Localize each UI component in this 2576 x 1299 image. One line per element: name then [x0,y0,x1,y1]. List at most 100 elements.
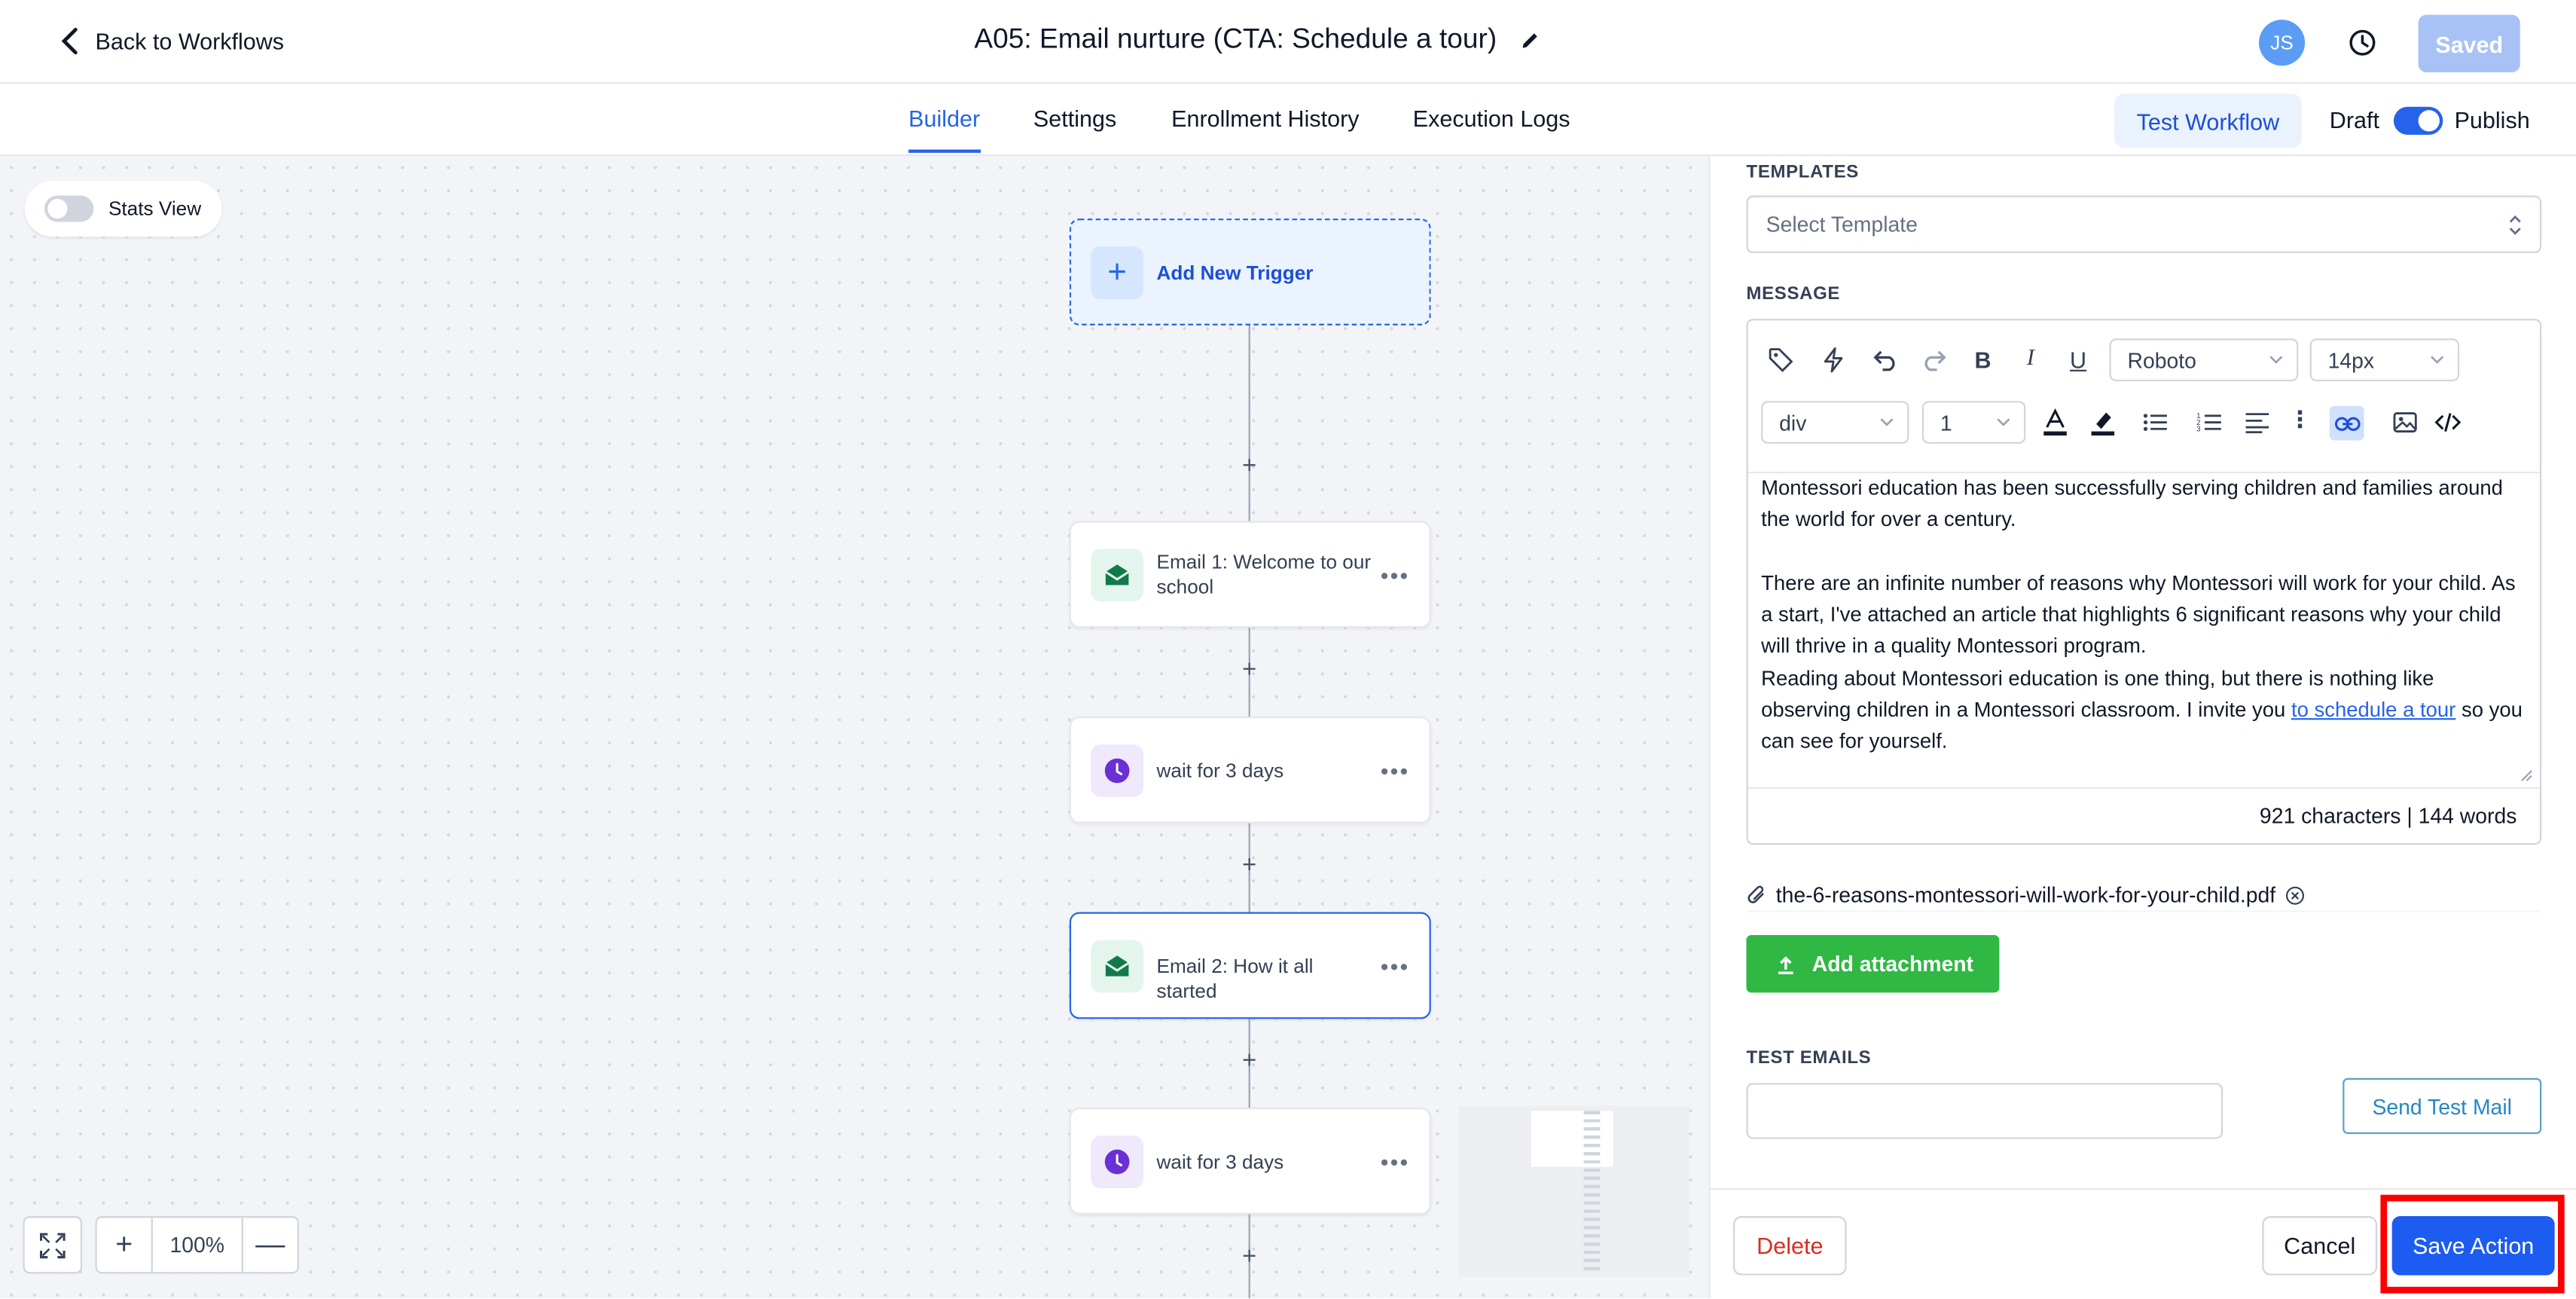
bullet-list-icon[interactable] [2141,408,2170,437]
minimap-nodes [1583,1111,1601,1273]
clock-icon [1091,1135,1144,1188]
save-action-button[interactable]: Save Action [2391,1216,2555,1276]
font-size-select[interactable]: 14px [2309,338,2460,382]
add-step-plus-icon[interactable]: + [1242,851,1257,879]
add-step-plus-icon[interactable]: + [1242,451,1257,480]
resize-handle-icon[interactable] [2520,769,2533,782]
message-label: MESSAGE [1746,284,1841,304]
minimap-viewport [1531,1111,1613,1167]
pencil-icon[interactable] [1520,29,1541,50]
chevron-down-icon [2431,356,2444,364]
font-family-value: Roboto [2127,348,2196,374]
bold-icon[interactable]: B [1974,347,1992,374]
message-text: Reading about Montessori education is on… [1761,667,2434,722]
attachment-name[interactable]: the-6-reasons-montessori-will-work-for-y… [1775,882,2276,907]
tab-enrollment-history[interactable]: Enrollment History [1171,105,1360,132]
publish-toggle[interactable] [2393,106,2443,135]
text-color-icon[interactable] [2040,408,2070,437]
stats-view-control: Stats View [24,180,222,237]
underline-icon[interactable]: U [2070,347,2087,374]
attachment-item: the-6-reasons-montessori-will-work-for-y… [1746,879,2542,912]
add-step-plus-icon[interactable]: + [1242,1242,1257,1270]
workflow-canvas[interactable]: Stats View + Add New Trigger + Email 1: … [0,156,1709,1299]
plus-icon: + [1091,246,1144,299]
add-attachment-button[interactable]: Add attachment [1746,935,2000,993]
remove-attachment-icon[interactable] [2285,885,2305,905]
email-icon [1091,549,1144,602]
action-panel: TEMPLATES Select Template MESSAGE B I U [1708,156,2576,1299]
tab-settings[interactable]: Settings [1033,105,1117,132]
test-emails-label: TEST EMAILS [1746,1048,1872,1068]
template-select-value: Select Template [1766,212,1918,237]
minimap[interactable] [1458,1105,1689,1277]
publish-label: Publish [2454,106,2530,133]
font-family-select[interactable]: Roboto [2109,338,2299,382]
code-icon[interactable] [2433,408,2462,437]
workflow-title-text: A05: Email nurture (CTA: Schedule a tour… [974,23,1497,54]
link-icon[interactable] [2329,405,2364,441]
send-test-mail-button[interactable]: Send Test Mail [2343,1077,2542,1134]
node-label: Email 1: Welcome to our school [1156,550,1372,598]
message-text: so you can see for yourself. [1761,698,2523,753]
italic-icon[interactable]: I [2026,347,2034,371]
message-paragraph: There are an infinite number of reasons … [1761,571,2516,659]
saved-button[interactable]: Saved [2418,14,2520,72]
chevron-down-icon [1880,418,1894,426]
image-icon[interactable] [2391,408,2420,437]
workflow-node-email-2[interactable]: Email 2: How it all started ••• [1069,912,1431,1019]
undo-icon[interactable] [1871,345,1900,374]
align-icon[interactable] [2242,408,2272,437]
more-options-icon[interactable]: ••• [1380,953,1410,980]
highlight-color-icon[interactable] [2088,408,2117,437]
editor-stats: 921 characters | 144 words [1747,787,2540,843]
avatar[interactable]: JS [2259,20,2306,66]
more-options-icon[interactable]: ••• [1380,757,1410,784]
connector-line [1248,1214,1250,1299]
templates-label: TEMPLATES [1746,162,1859,183]
back-to-workflows-link[interactable]: Back to Workflows [60,26,284,56]
draft-label: Draft [2329,106,2379,133]
highlight-annotation [2380,1194,2565,1294]
stats-view-toggle[interactable] [44,195,94,222]
panel-footer: Delete Cancel Save Action [1710,1187,2576,1299]
font-size-value: 14px [2327,348,2375,374]
lightning-icon[interactable] [1818,345,1848,374]
add-trigger-node[interactable]: + Add New Trigger [1069,219,1431,326]
test-email-input[interactable] [1746,1083,2223,1139]
fit-view-button[interactable] [23,1216,83,1274]
more-options-icon[interactable]: ••• [1380,1148,1410,1175]
block-type-select[interactable]: div [1761,401,1909,444]
zoom-in-button[interactable]: + [97,1218,153,1273]
svg-text:2: 2 [2196,419,2200,427]
clock-icon [1091,744,1144,797]
block-type-value: div [1779,411,1807,436]
workflow-node-wait-1[interactable]: wait for 3 days ••• [1069,716,1431,824]
message-body[interactable]: Montessori education has been successful… [1747,471,2540,787]
upload-icon [1778,955,1793,973]
tab-builder[interactable]: Builder [908,105,981,132]
cancel-button[interactable]: Cancel [2262,1216,2378,1276]
redo-icon[interactable] [1919,345,1949,374]
workflow-node-email-1[interactable]: Email 1: Welcome to our school ••• [1069,521,1431,628]
workflow-node-wait-2[interactable]: wait for 3 days ••• [1069,1108,1431,1215]
chevron-down-icon [1997,418,2010,426]
workflow-title: A05: Email nurture (CTA: Schedule a tour… [974,23,1541,57]
tab-execution-logs[interactable]: Execution Logs [1412,105,1570,132]
template-select[interactable]: Select Template [1746,195,2542,253]
test-workflow-button[interactable]: Test Workflow [2114,93,2302,148]
tag-icon[interactable] [1766,345,1796,374]
expand-icon [40,1232,66,1258]
add-step-plus-icon[interactable]: + [1242,656,1257,684]
more-options-icon[interactable]: ••• [1380,561,1410,588]
zoom-level: 100% [169,1232,224,1258]
node-label: wait for 3 days [1156,1150,1284,1174]
history-icon[interactable] [2348,28,2377,57]
schedule-tour-link[interactable]: to schedule a tour [2291,698,2456,722]
add-step-plus-icon[interactable]: + [1242,1047,1257,1075]
delete-button[interactable]: Delete [1733,1216,1847,1276]
line-height-select[interactable]: 1 [1921,401,2026,444]
zoom-out-button[interactable]: — [241,1218,298,1273]
line-height-value: 1 [1940,411,1952,436]
more-vertical-icon[interactable]: ⋮ [2288,405,2312,432]
